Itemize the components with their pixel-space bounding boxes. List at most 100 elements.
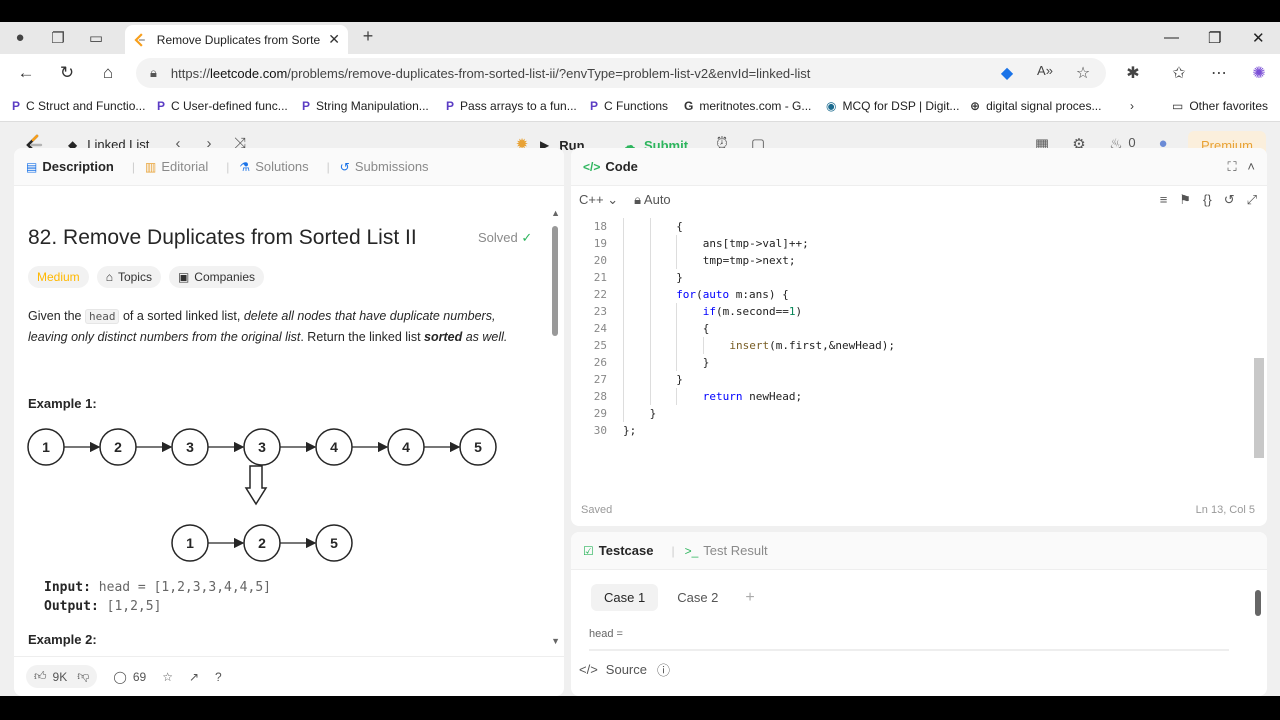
tab-divider: | <box>326 159 330 174</box>
more-menu-icon[interactable]: ⋯ <box>1211 65 1227 82</box>
tab-submissions[interactable]: ↺Submissions <box>340 159 429 174</box>
indent-guide <box>623 405 624 422</box>
favorites-overflow-chevron-icon[interactable]: › <box>1130 99 1134 113</box>
extensions-icon[interactable]: ✱ <box>1126 65 1140 82</box>
share-icon[interactable]: ↗ <box>188 669 200 684</box>
minimize-icon[interactable]: — <box>1164 29 1179 46</box>
tab-actions-icon[interactable]: ▭ <box>88 30 104 47</box>
down-arrow-icon <box>244 465 268 506</box>
code-line[interactable]: 24{ <box>571 320 1251 337</box>
history-icon: ↺ <box>339 159 350 174</box>
case-1-tab[interactable]: Case 1 <box>591 584 659 611</box>
avatar[interactable]: ● <box>1158 135 1168 152</box>
language-select[interactable]: C++ ⌄ <box>579 192 619 207</box>
url-path: /problems/remove-duplicates-from-sorted-… <box>287 65 811 81</box>
bookmark-icon[interactable]: ⚑ <box>1179 192 1191 207</box>
code-line[interactable]: 18{ <box>571 218 1251 235</box>
prev-problem-icon[interactable]: ‹ <box>175 135 181 152</box>
other-favorites-folder[interactable]: ▭Other favorites <box>1172 99 1268 113</box>
maximize-icon[interactable]: ⛶ <box>1227 158 1237 174</box>
workspaces-icon[interactable]: ❐ <box>51 30 65 47</box>
restore-icon[interactable]: ❐ <box>1208 30 1222 47</box>
favorite-link[interactable]: ⊕digital signal proces... <box>970 99 1101 113</box>
tab-editorial[interactable]: ▥Editorial <box>145 159 208 174</box>
url-field[interactable]: 🔒︎ https://leetcode.com/problems/remove-… <box>136 58 1106 88</box>
favorite-icon: P <box>157 99 166 113</box>
scroll-up-icon[interactable]: ▲ <box>551 208 560 218</box>
code-line[interactable]: 29} <box>571 405 1251 422</box>
fullscreen-icon[interactable]: ⤢ <box>1246 192 1257 207</box>
close-window-icon[interactable]: ✕ <box>1252 30 1265 47</box>
shuffle-icon[interactable]: ⤨ <box>233 135 246 152</box>
next-problem-icon[interactable]: › <box>206 135 212 152</box>
collapse-icon[interactable]: ˄ <box>1247 158 1255 174</box>
favorite-problem-icon[interactable]: ☆ <box>162 669 173 684</box>
favorite-star-icon[interactable]: ☆ <box>1075 65 1091 82</box>
thumbs-down-icon[interactable]: 👎︎ <box>77 669 90 683</box>
testcase-scrollbar[interactable] <box>1255 590 1261 616</box>
thumbs-up-icon[interactable]: 👍︎ <box>34 669 47 683</box>
indent-guide <box>676 337 678 354</box>
indent-guide <box>623 388 624 405</box>
new-tab-icon[interactable]: + <box>362 26 374 46</box>
shopping-tag-icon[interactable]: ◆ <box>1000 65 1014 82</box>
indent-guide <box>649 371 651 388</box>
code-line[interactable]: 26} <box>571 354 1251 371</box>
refresh-icon[interactable]: ↻ <box>59 63 75 82</box>
param-input[interactable] <box>589 649 1229 651</box>
tab-description[interactable]: ▤Description <box>26 159 114 174</box>
output-value: [1,2,5] <box>106 599 162 614</box>
help-icon[interactable]: ? <box>215 669 222 684</box>
topics-chip[interactable]: ⌂Topics <box>96 266 161 288</box>
code-icon: </> <box>583 159 601 174</box>
case-2-tab[interactable]: Case 2 <box>677 590 719 605</box>
copilot-icon[interactable]: ✺ <box>1252 65 1266 82</box>
panel-controls: ⛶ ˄ <box>1227 159 1255 175</box>
favorite-link[interactable]: ◉MCQ for DSP | Digit... <box>826 99 959 113</box>
home-icon[interactable]: ⌂ <box>102 63 114 82</box>
browser-tab-active[interactable]: Remove Duplicates from Sorted L ✕ <box>125 25 348 54</box>
code-line[interactable]: 27} <box>571 371 1251 388</box>
description-panel: ▤Description | ▥Editorial | ⚗Solutions |… <box>14 148 564 696</box>
tab-test-result[interactable]: >_Test Result <box>685 543 768 558</box>
editor-scrollbar[interactable] <box>1254 358 1264 458</box>
profile-icon[interactable]: ● <box>15 29 25 46</box>
scroll-down-icon[interactable]: ▼ <box>551 636 560 646</box>
problem-title[interactable]: 82. Remove Duplicates from Sorted List I… <box>28 226 417 249</box>
reset-icon[interactable]: ↺ <box>1223 192 1235 207</box>
companies-chip[interactable]: ▣Companies <box>168 266 264 288</box>
list-node-value: 1 <box>186 535 194 551</box>
description-scrollbar[interactable] <box>552 226 558 336</box>
solved-status: Solved ✓ <box>478 230 532 246</box>
read-aloud-icon[interactable]: A» <box>1037 63 1053 78</box>
line-number: 25 <box>593 339 607 352</box>
code-line[interactable]: 21} <box>571 269 1251 286</box>
timer-icon[interactable]: ⏰︎ <box>716 135 728 152</box>
tab-solutions[interactable]: ⚗Solutions <box>239 159 308 174</box>
braces-icon[interactable]: {} <box>1203 192 1212 207</box>
close-tab-icon[interactable]: ✕ <box>328 31 340 47</box>
favorites-icon[interactable]: ✩ <box>1172 65 1186 82</box>
tab-testcase[interactable]: ☑Testcase <box>583 543 653 558</box>
format-icon[interactable]: ≡ <box>1159 192 1168 207</box>
site-info-icon[interactable]: 🔒︎ <box>150 65 157 80</box>
comments-button[interactable]: ◯69 <box>113 670 146 684</box>
back-icon[interactable]: ← <box>17 63 35 82</box>
code-line[interactable]: 30}; <box>571 422 1251 439</box>
tab-code[interactable]: </>Code <box>583 159 638 174</box>
add-case-icon[interactable]: + <box>745 588 755 606</box>
